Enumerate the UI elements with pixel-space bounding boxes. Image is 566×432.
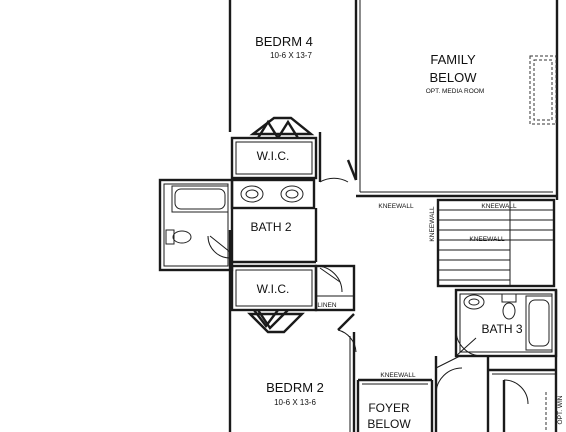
family-title-line2: BELOW — [430, 70, 478, 85]
linen-label: LINEN — [317, 302, 336, 309]
bedroom4-name: BEDRM 4 — [255, 34, 313, 49]
foyer-title-line2: BELOW — [367, 417, 411, 431]
foyer-title-line1: FOYER — [368, 401, 410, 415]
kneewall-label-1: KNEEWALL — [378, 203, 414, 210]
wic-lower-label: W.I.C. — [257, 282, 290, 296]
bath3-label: BATH 3 — [481, 322, 522, 336]
bedroom2-name: BEDRM 2 — [266, 380, 324, 395]
edge-window-label: OPT. WIN — [557, 395, 564, 424]
walls — [158, 0, 559, 432]
bath2-label: BATH 2 — [250, 220, 291, 234]
kneewall-label-4: KNEEWALL — [380, 372, 416, 379]
family-note: OPT. MEDIA ROOM — [426, 88, 485, 95]
kneewall-label-vertical: KNEEWALL — [429, 206, 436, 242]
kneewall-label-3: KNEEWALL — [469, 236, 505, 243]
stair-treads — [438, 209, 554, 281]
bedroom4-dims: 10-6 X 13-7 — [270, 51, 312, 60]
bedroom2-dims: 10-6 X 13-6 — [274, 398, 316, 407]
kneewall-label-2: KNEEWALL — [481, 203, 517, 210]
wic-upper-label: W.I.C. — [257, 149, 290, 163]
family-title-line1: FAMILY — [430, 52, 476, 67]
